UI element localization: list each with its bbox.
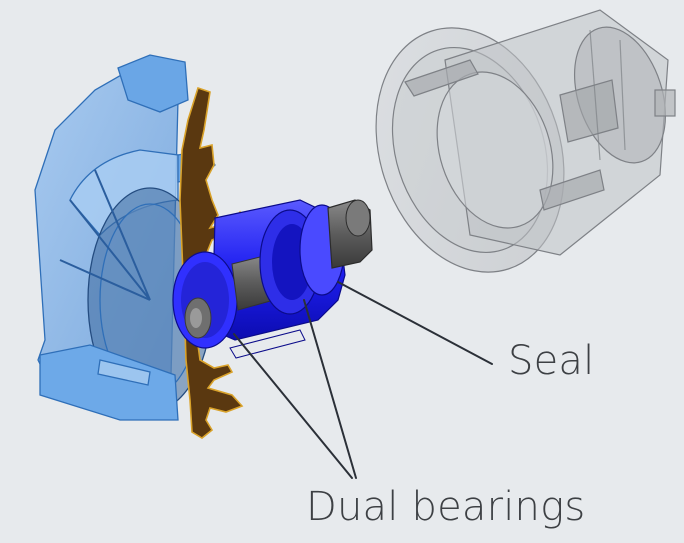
wall-cross-section [179, 86, 248, 439]
bearing-leader-left [233, 333, 353, 479]
cut-housing [34, 54, 216, 421]
seal-label: Seal [508, 338, 595, 384]
seal-leader [337, 281, 493, 365]
leader-lines [233, 281, 493, 479]
bearing-leader-right [303, 299, 357, 479]
ghost-housing-part [375, 9, 676, 273]
dual-bearings-label: Dual bearings [306, 484, 586, 530]
bearing-assembly [172, 199, 373, 359]
